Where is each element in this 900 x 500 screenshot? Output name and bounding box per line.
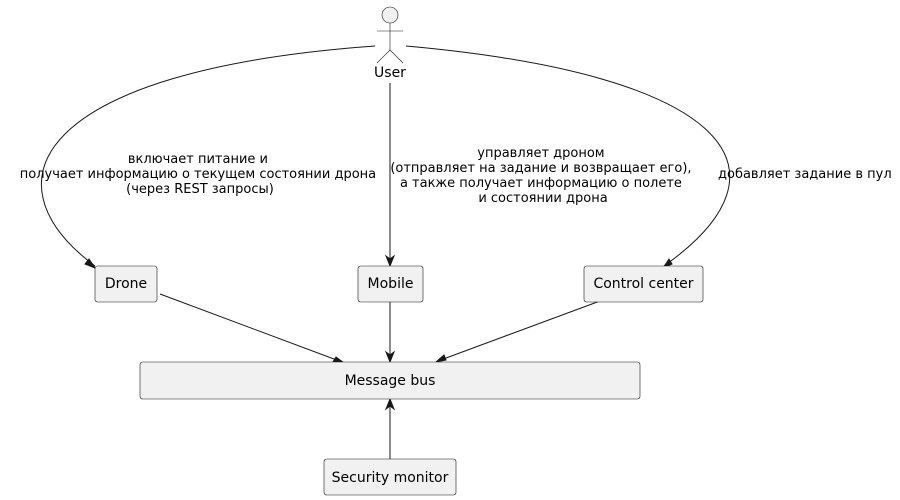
security-monitor-node: Security monitor: [323, 458, 457, 496]
edge-user-drone-line: [41, 45, 376, 267]
control-center-node-label: Control center: [593, 276, 693, 292]
message-bus-node-label: Message bus: [345, 373, 436, 389]
edge-user-mobile-arrowhead: [384, 254, 396, 268]
user-actor-left-leg: [376, 49, 391, 64]
drone-node: Drone: [94, 265, 158, 303]
control-center-node: Control center: [583, 265, 704, 303]
security-monitor-node-box: [323, 458, 457, 496]
edge-user-mobile-label: управляет дроном (отправляет на задание …: [390, 146, 695, 206]
edge-drone-message-bus-line: [159, 293, 343, 363]
edge-user-drone-label-line: (через REST запросы): [126, 182, 274, 197]
edge-user-control-center-line: [405, 45, 731, 267]
drone-node-box: [94, 265, 158, 303]
edge-user-drone-label-line: включает питание и: [128, 152, 268, 167]
user-actor-right-leg: [389, 49, 404, 64]
edge-user-drone-label-line: получает информацию о текущем состоянии …: [20, 167, 376, 182]
edge-user-mobile: управляет дроном (отправляет на задание …: [384, 83, 695, 268]
message-bus-node-box: [139, 361, 641, 400]
security-monitor-node-label: Security monitor: [332, 470, 449, 486]
mobile-node-box: [357, 265, 424, 303]
edge-security-monitor-message-bus-arrowhead: [384, 397, 396, 411]
user-actor: User: [374, 6, 406, 81]
edge-user-control-center-label: добавляет задание в пул: [718, 167, 892, 182]
edge-user-mobile-label-line: а также получает информацию о полете: [400, 176, 682, 191]
edge-control-center-message-bus-line: [437, 300, 601, 362]
edge-drone-message-bus: [159, 293, 346, 364]
edge-user-mobile-label-line: (отправляет на задание и возвращает его)…: [390, 161, 691, 176]
message-bus-node: Message bus: [139, 361, 641, 400]
edge-user-drone: включает питание и получает информацию о…: [20, 45, 381, 270]
drone-node-label: Drone: [105, 276, 147, 292]
edge-mobile-message-bus-arrowhead: [384, 350, 396, 364]
mobile-node-label: Mobile: [368, 276, 414, 292]
mobile-node: Mobile: [357, 265, 424, 303]
edge-user-drone-arrowhead: [84, 258, 97, 270]
user-actor-label: User: [374, 65, 406, 81]
edge-user-control-center-label-line: добавляет задание в пул: [718, 167, 892, 182]
edge-control-center-message-bus: [434, 300, 601, 363]
edge-user-mobile-label-line: управляет дроном: [477, 146, 604, 161]
edge-user-drone-label: включает питание и получает информацию о…: [20, 152, 381, 197]
edge-security-monitor-message-bus: [384, 397, 396, 459]
user-actor-head: [381, 6, 399, 24]
edge-mobile-message-bus: [384, 302, 396, 364]
control-center-node-box: [583, 265, 704, 303]
edge-user-control-center: добавляет задание в пул: [405, 45, 892, 270]
edge-control-center-message-bus-arrowhead: [434, 354, 447, 363]
edge-user-mobile-label-line: и состоянии дрона: [478, 191, 607, 206]
